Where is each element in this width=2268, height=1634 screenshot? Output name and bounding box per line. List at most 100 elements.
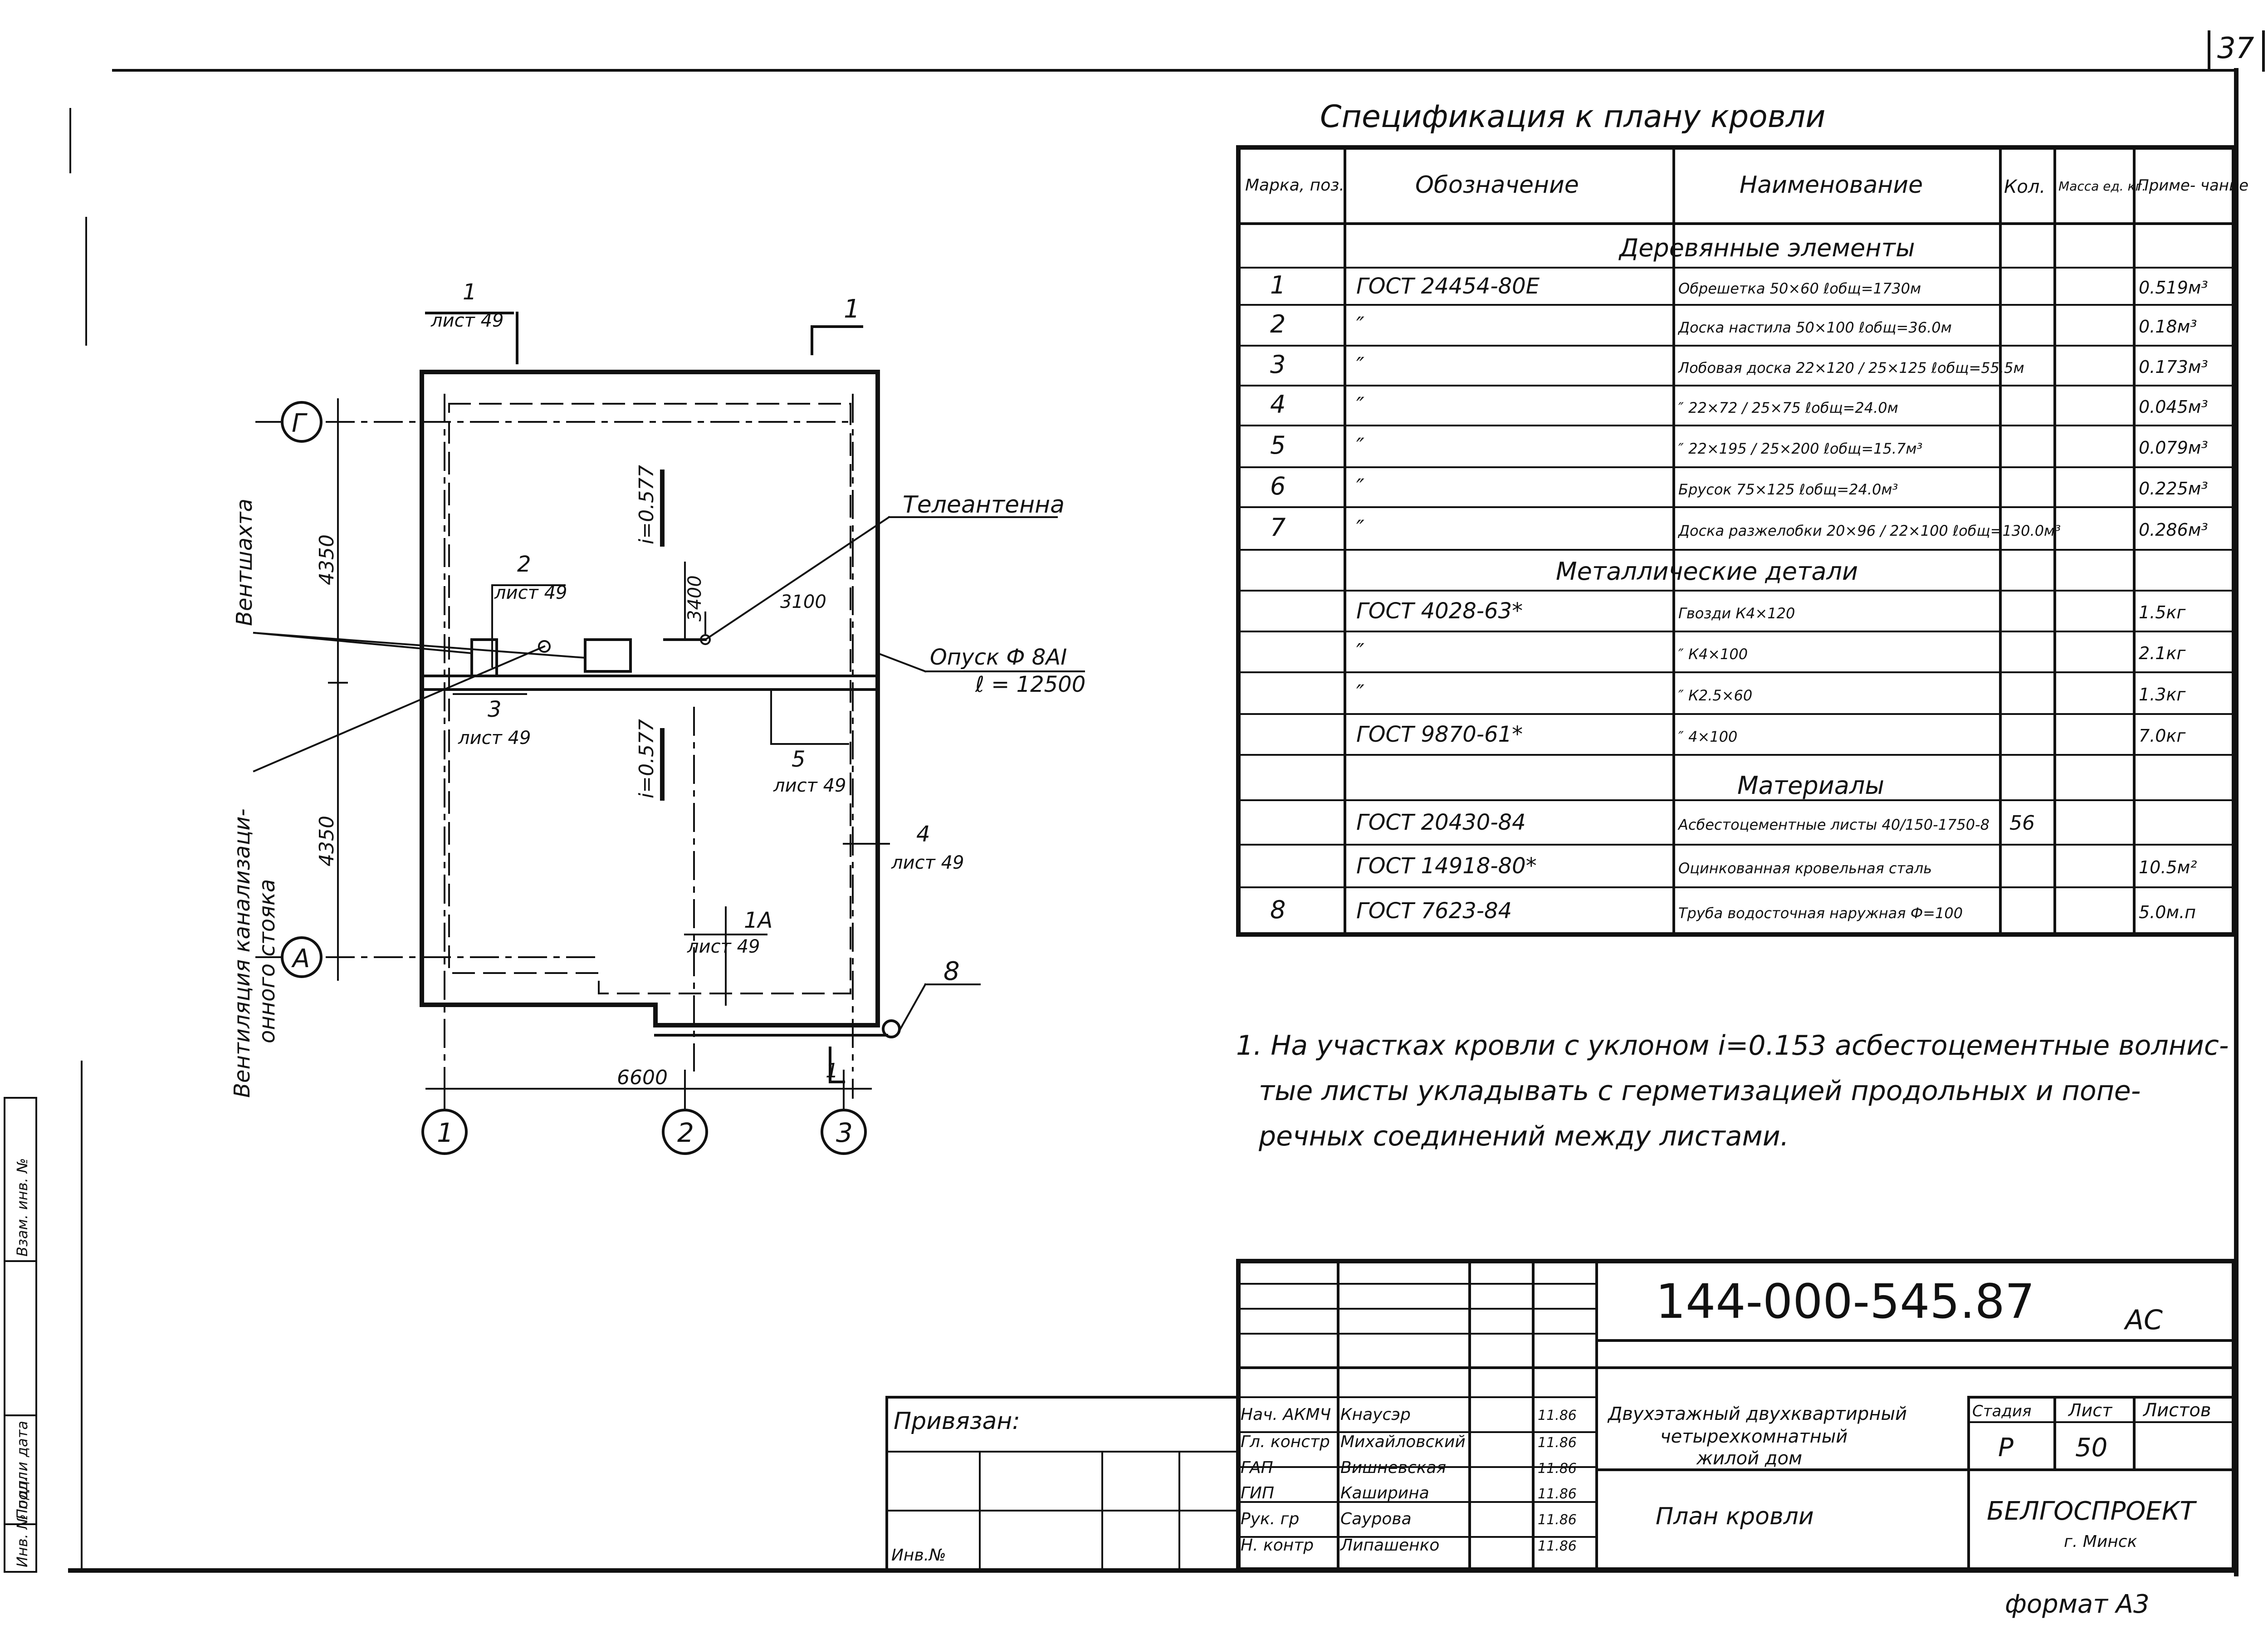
stamp-name: Кнаусэр	[1340, 1405, 1411, 1424]
spec-cell-name: ″ 22×195 / 25×200 ℓобщ=15.7м³	[1678, 440, 1922, 457]
title-block	[885, 1259, 2236, 1572]
spec-cell-note: 0.079м³	[2139, 438, 2208, 458]
sewer-vent-label-1: Вентиляция канализаци-	[230, 808, 255, 1098]
tv-antenna-label: Телеантенна	[903, 491, 1065, 519]
spec-cell-note: 0.519м³	[2139, 278, 2208, 298]
spec-cell-name: ″ К2.5×60	[1678, 687, 1752, 704]
spec-cell-mark: 2	[1270, 310, 1286, 338]
spec-cell-des: ″	[1356, 639, 1364, 665]
lists-header: Листов	[2142, 1400, 2211, 1421]
stamp-date: 11.86	[1538, 1408, 1577, 1424]
spec-cell-des: ГОСТ 9870-61*	[1356, 722, 1523, 747]
spec-cell-des: ГОСТ 20430-84	[1356, 810, 1526, 835]
spec-cell-name: Брусок 75×125 ℓобщ=24.0м³	[1678, 481, 1898, 498]
axis-label-3: 3	[836, 1117, 853, 1148]
inv-label: Инв.№	[891, 1546, 946, 1565]
spec-cell-des: ГОСТ 14918-80*	[1356, 853, 1537, 879]
spec-cell-note: 0.18м³	[2139, 317, 2197, 337]
note-line-2: тые листы укладывать с герметизацией про…	[1259, 1075, 2141, 1107]
spec-cell-name: Лобовая доска 22×120 / 25×125 ℓобщ=55.5м	[1678, 359, 2024, 377]
spec-cell-des: ″	[1356, 475, 1364, 500]
org-name: БЕЛГОСПРОЕКТ	[1987, 1497, 2197, 1526]
side-inv-label: Инв. № подл.	[14, 1467, 31, 1567]
spec-cell-name: Гвозди К4×120	[1678, 605, 1795, 622]
spec-title: Спецификация к плану кровли	[1320, 99, 1826, 135]
project-code-suffix: АС	[2123, 1304, 2163, 1336]
spec-cell-name: Обрешетка 50×60 ℓобщ=1730м	[1678, 280, 1921, 297]
spec-header-note: Приме- чание	[2137, 176, 2248, 195]
sewer-vent-label-2: онного стояка	[254, 879, 280, 1043]
list-value: 50	[2075, 1433, 2107, 1463]
callout-top-num: 1	[463, 279, 477, 305]
spec-cell-note: 0.173м³	[2139, 357, 2208, 377]
spec-cell-name: ″ К4×100	[1678, 646, 1748, 663]
object-line-1: Двухэтажный двухквартирный	[1607, 1404, 1907, 1424]
downpipe-symbol	[882, 1019, 901, 1038]
callout-1a-num: 1А	[744, 908, 772, 933]
spec-cell-name: Доска настила 50×100 ℓобщ=36.0м	[1677, 319, 1952, 336]
object-line-3: жилой дом	[1696, 1448, 1802, 1469]
spec-cell-note: 2.1кг	[2139, 643, 2186, 663]
stamp-date: 11.86	[1538, 1538, 1577, 1554]
side-sign-label: Подп. и дата	[14, 1421, 31, 1520]
dim-6600: 6600	[617, 1066, 668, 1089]
stamp-role: Нач. АКМЧ	[1241, 1405, 1331, 1424]
vent-shaft-2	[584, 638, 632, 673]
project-code: 144-000-545.87	[1656, 1274, 2035, 1329]
dim-3100: 3100	[780, 592, 826, 612]
spec-cell-note: 0.045м³	[2139, 397, 2208, 417]
stamp-name: Вишневская	[1340, 1458, 1446, 1477]
stamp-date: 11.86	[1538, 1512, 1577, 1528]
org-city: г. Минск	[2064, 1532, 2137, 1551]
stamp-role: ГАП	[1241, 1458, 1273, 1477]
side-stamp: Инв. № подл. Подп. и дата Взам. инв. №	[4, 1097, 37, 1573]
spec-header-mark: Марка, поз.	[1245, 176, 1344, 195]
axis-label-a: А	[291, 944, 310, 974]
sheet-number: 37	[2217, 32, 2254, 65]
callout-4-num: 4	[916, 822, 930, 847]
callout-2-sheet: лист 49	[494, 582, 567, 603]
stamp-role: Гл. констр	[1241, 1433, 1330, 1451]
spec-cell-note: 1.3кг	[2139, 685, 2186, 704]
spec-cell-note: 0.286м³	[2139, 520, 2208, 540]
spec-header-mass: Масса ед. кг.	[2058, 179, 2146, 194]
spec-cell-name: ″ 4×100	[1678, 728, 1737, 745]
stage-header: Стадия	[1972, 1402, 2031, 1420]
spec-cell-mark: 1	[1270, 271, 1286, 299]
spec-cell-des: ″	[1356, 680, 1364, 706]
spec-cell-mark: 5	[1270, 431, 1286, 460]
stamp-date: 11.86	[1538, 1461, 1577, 1477]
sheet-frame	[68, 30, 2265, 1576]
dim-3400: 3400	[684, 575, 705, 621]
vent-shaft-1	[470, 638, 498, 677]
privyazan-label: Привязан:	[894, 1408, 1020, 1435]
stamp-role: Рук. гр	[1241, 1510, 1299, 1528]
spec-table	[1236, 145, 2236, 937]
callout-top-sheet: лист 49	[430, 310, 503, 331]
spec-cell-mark: 7	[1270, 513, 1286, 542]
axis-label-g: Г	[292, 409, 308, 438]
spec-row-lines	[1237, 267, 2235, 888]
downpipe-label-2: ℓ = 12500	[975, 672, 1085, 697]
spec-cell-des: ГОСТ 4028-63*	[1356, 598, 1523, 624]
section-metal: Металлические детали	[1556, 557, 1858, 586]
callout-5-sheet: лист 49	[773, 775, 846, 796]
slope-top-label: i=0.577	[635, 465, 658, 544]
spec-cell-note: 1.5кг	[2139, 602, 2186, 622]
note-line-1: 1. На участках кровли с уклоном i=0.153 …	[1236, 1030, 2229, 1062]
spec-cell-note: 7.0кг	[2139, 726, 2186, 746]
format-label: формат А3	[2005, 1590, 2150, 1619]
slope-bottom-label: i=0.577	[635, 719, 658, 798]
callout-4-sheet: лист 49	[891, 852, 964, 873]
stamp-role: ГИП	[1241, 1484, 1274, 1502]
roof-overhang-line	[448, 403, 851, 994]
spec-cell-name: Труба водосточная наружная Ф=100	[1678, 905, 1963, 922]
spec-cell-name: Асбестоцементные листы 40/150-1750-8	[1677, 816, 1989, 833]
spec-cell-des: ″	[1356, 313, 1364, 338]
note-line-3: речных соединений между листами.	[1258, 1120, 1789, 1152]
stamp-name: Каширина	[1340, 1484, 1429, 1502]
spec-cell-des: ГОСТ 7623-84	[1356, 898, 1512, 924]
stamp-role: Н. контр	[1241, 1536, 1314, 1555]
